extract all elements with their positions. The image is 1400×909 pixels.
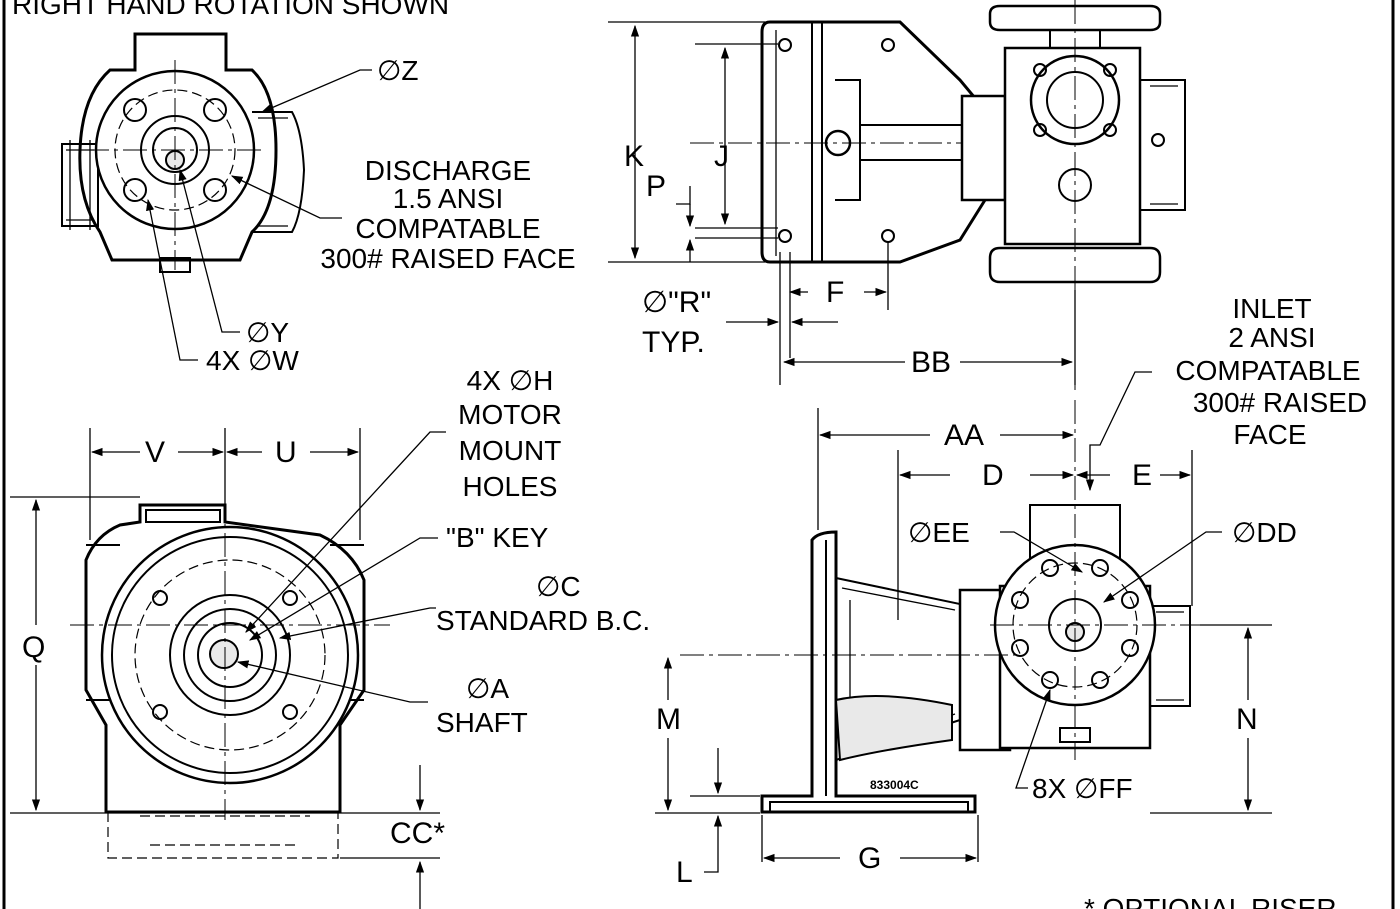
dim-q: Q (22, 631, 45, 664)
dim-m: M (656, 703, 681, 736)
callout-c: ∅C (536, 571, 581, 602)
motor-holes-line4: HOLES (463, 471, 558, 502)
dim-cc: CC* (390, 817, 445, 850)
callout-r: ∅"R" (642, 286, 711, 319)
discharge-line2: 1.5 ANSI (393, 183, 504, 214)
callout-c-note: STANDARD B.C. (436, 605, 650, 636)
part-number: 833004C (870, 778, 919, 792)
callout-a-note: SHAFT (436, 707, 528, 738)
dim-n: N (1236, 703, 1258, 736)
dim-j: J (714, 140, 729, 173)
inlet-side-view: 833004C (655, 293, 1367, 909)
motor-mount-end-view: V U Q CC* 4X ∅H MOTOR MOUNT HOLES "B" KE… (10, 365, 650, 909)
dim-k: K (624, 140, 644, 173)
motor-holes-line1: 4X ∅H (467, 365, 554, 396)
top-view: K J P F ∅"R" TYP. BB (608, 0, 1186, 390)
callout-w: 4X ∅W (206, 345, 299, 376)
callout-dd: ∅DD (1232, 517, 1297, 548)
inlet-line3: COMPATABLE (1175, 355, 1360, 386)
discharge-line1: DISCHARGE (365, 155, 531, 186)
callout-z: ∅Z (377, 55, 419, 86)
callout-b-key: "B" KEY (446, 522, 549, 553)
discharge-line3: COMPATABLE (355, 213, 540, 244)
discharge-line4: 300# RAISED FACE (320, 243, 575, 274)
dim-v: V (145, 436, 165, 469)
dim-p: P (646, 170, 666, 203)
inlet-line1: INLET (1232, 293, 1311, 324)
discharge-end-view: RIGHT HAND ROTATION SHOWN ∅Z ∅Y 4X ∅W DI… (12, 0, 576, 376)
motor-holes-line3: MOUNT (459, 435, 562, 466)
inlet-line5: FACE (1233, 419, 1306, 450)
motor-holes-line2: MOTOR (458, 399, 562, 430)
callout-y: ∅Y (246, 317, 289, 348)
callout-ee: ∅EE (908, 517, 970, 548)
dim-g: G (858, 842, 881, 875)
inlet-line2: 2 ANSI (1228, 322, 1315, 353)
dim-e: E (1132, 459, 1152, 492)
dim-d: D (982, 459, 1004, 492)
callout-ff: 8X ∅FF (1032, 773, 1133, 804)
rotation-note: RIGHT HAND ROTATION SHOWN (12, 0, 449, 20)
callout-a: ∅A (466, 673, 509, 704)
dim-aa: AA (944, 419, 984, 452)
dim-f: F (826, 276, 844, 309)
inlet-line4: 300# RAISED (1193, 387, 1367, 418)
dim-bb: BB (911, 346, 951, 379)
dim-l: L (676, 856, 693, 889)
optional-riser-note: * OPTIONAL RISER (1084, 893, 1337, 909)
dim-u: U (275, 436, 297, 469)
callout-r-typ: TYP. (642, 326, 705, 359)
